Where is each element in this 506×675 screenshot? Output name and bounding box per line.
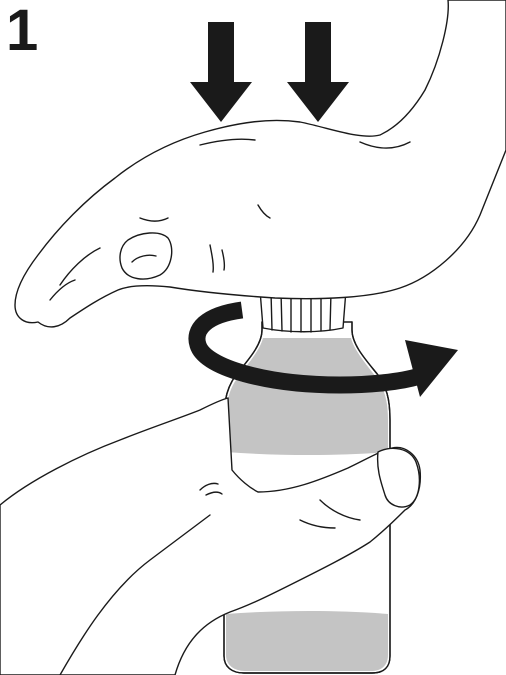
upper-hand — [15, 0, 506, 327]
down-arrow-icon — [190, 22, 252, 122]
bottle-liquid-lower — [226, 611, 388, 671]
upper-hand-outline — [15, 0, 506, 327]
down-arrow-icon — [287, 22, 349, 122]
bottle-liquid-upper — [226, 338, 388, 455]
